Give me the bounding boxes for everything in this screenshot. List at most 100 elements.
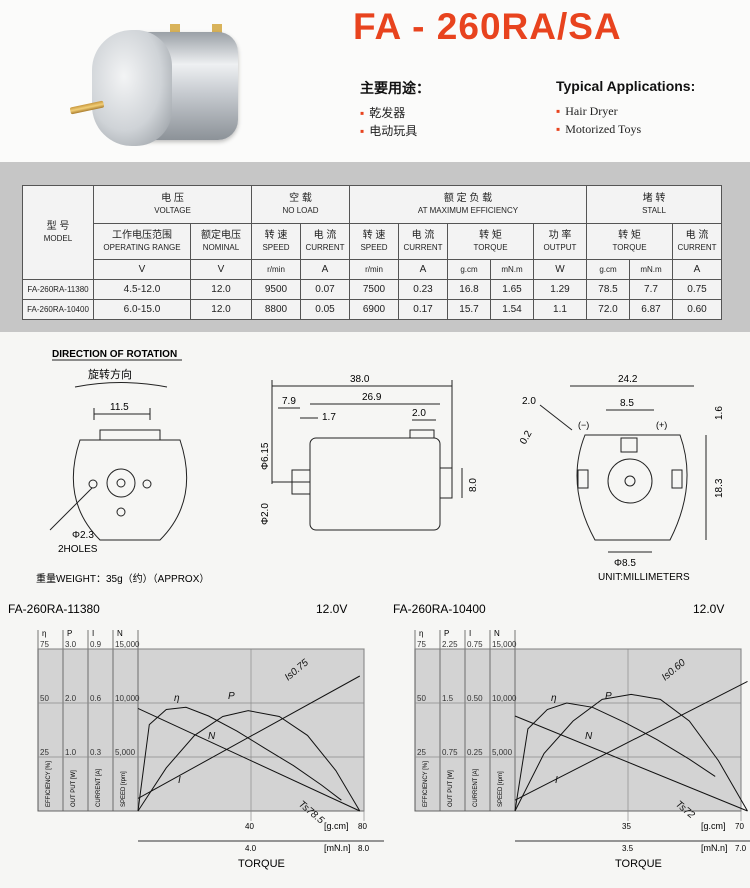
unit-cell: W [533,259,587,280]
table-cell: 0.23 [398,279,448,300]
mount-hole [88,479,98,489]
axis-head: η [419,629,423,638]
dim-text: 24.2 [618,374,638,385]
table-row: FA-260RA-11380 4.5-12.0 12.0 9500 0.07 7… [22,279,722,300]
y-tick-label: 10,000 [115,694,140,703]
side-view-terminal [409,429,435,439]
table-cell: 4.5-12.0 [93,279,191,300]
end-view-key [620,437,638,453]
x-unit-label: [mN.n] [324,843,351,853]
table-cell: 1.65 [490,279,534,300]
rotation-label-en: DIRECTION OF ROTATION [52,349,177,360]
unit-cell: mN.m [629,259,673,280]
y-tick-label: 0.6 [90,694,102,703]
applications-heading-cn: 主要用途： [360,80,430,96]
table-cell: 12.0 [190,279,252,300]
side-view-body [309,437,441,531]
dim-text: 8.0 [468,478,479,492]
y-tick-label: 5,000 [492,748,513,757]
table-row: FA-260RA-10400 6.0-15.0 12.0 8800 0.05 6… [22,299,722,320]
table-cell: 7.7 [629,279,673,300]
curve-label-efficiency: η [174,693,180,704]
dim-text: Φ6.15 [260,442,271,470]
axis-head: N [117,629,123,638]
table-cell: 9500 [251,279,301,300]
x-tick-label: 8.0 [358,844,370,853]
y-tick-label: 0.9 [90,640,102,649]
unit-cell: g.cm [586,259,630,280]
unit-cell: A [672,259,722,280]
series-line-efficiency [514,702,716,812]
application-item-en: ▪Motorized Toys [556,122,642,136]
front-view-shaft [116,478,126,488]
model-cell: FA-260RA-11380 [22,279,94,300]
unit-cell: V [93,259,191,280]
dim-text: 2.0 [412,408,426,419]
table-cell: 78.5 [586,279,630,300]
axis-head: N [494,629,500,638]
dim-text: 7.9 [282,396,296,407]
series-line-n [137,707,361,812]
leader-line [49,487,93,531]
axis-head: I [469,629,471,638]
unit-cell: V [190,259,252,280]
unit-cell: g.cm [447,259,491,280]
axis-label: EFFICIENCY [%] [46,761,52,807]
y-tick-label: 25 [40,748,49,757]
unit-label: UNIT:MILLIMETERS [598,572,690,583]
terminal-minus-label: (−) [578,420,589,430]
x-tick-label: 70 [735,822,744,831]
front-view-outline [72,439,188,541]
x-unit-label: [mN.n] [701,843,728,853]
axis-label: EFFICIENCY [%] [423,761,429,807]
axis-label: CURRENT [A] [473,768,479,807]
dim-text: Φ2.3 [72,530,94,541]
series-line-efficiency [137,706,342,812]
y-tick-label: 75 [417,640,426,649]
series-line-p [514,693,748,812]
table-cell: 15.7 [447,299,491,320]
axis-head: η [42,629,46,638]
x-tick-label: 80 [358,822,367,831]
x-tick-label: 3.5 [622,844,634,853]
curve-label-speed: N [585,731,593,742]
model-cell: FA-260RA-10400 [22,299,94,320]
unit-cell: mN.m [490,259,534,280]
dim-text: 11.5 [110,402,129,413]
curve-label-current: I [555,775,558,786]
chart-title: FA-260RA-11380 [8,602,100,616]
applications-heading-en: Typical Applications: [556,78,696,94]
table-cell: 6900 [349,299,399,320]
y-tick-label: 0.3 [90,748,102,757]
dim-text: 2HOLES [58,544,98,555]
end-view-boss [607,458,653,504]
x-tick-label: 4.0 [245,844,257,853]
y-tick-label: 10,000 [492,694,517,703]
x-unit-label: [g.cm] [701,821,726,831]
axis-head: P [444,629,449,638]
dim-text: 1.6 [714,406,725,420]
table-cell: 72.0 [586,299,630,320]
dim-text: Φ2.0 [260,503,271,525]
terminal-plus-label: (+) [656,420,667,430]
application-item-cn: ▪乾发器 [360,106,406,120]
table-cell: 1.1 [533,299,587,320]
series-line-i [137,675,361,799]
y-tick-label: 1.5 [442,694,454,703]
axis-label: SPEED [rpm] [498,771,504,807]
table-cell: 12.0 [190,299,252,320]
table-cell: 0.05 [300,299,350,320]
table-cell: 6.87 [629,299,673,320]
dim-text: 26.9 [362,392,382,403]
y-tick-label: 1.0 [65,748,77,757]
